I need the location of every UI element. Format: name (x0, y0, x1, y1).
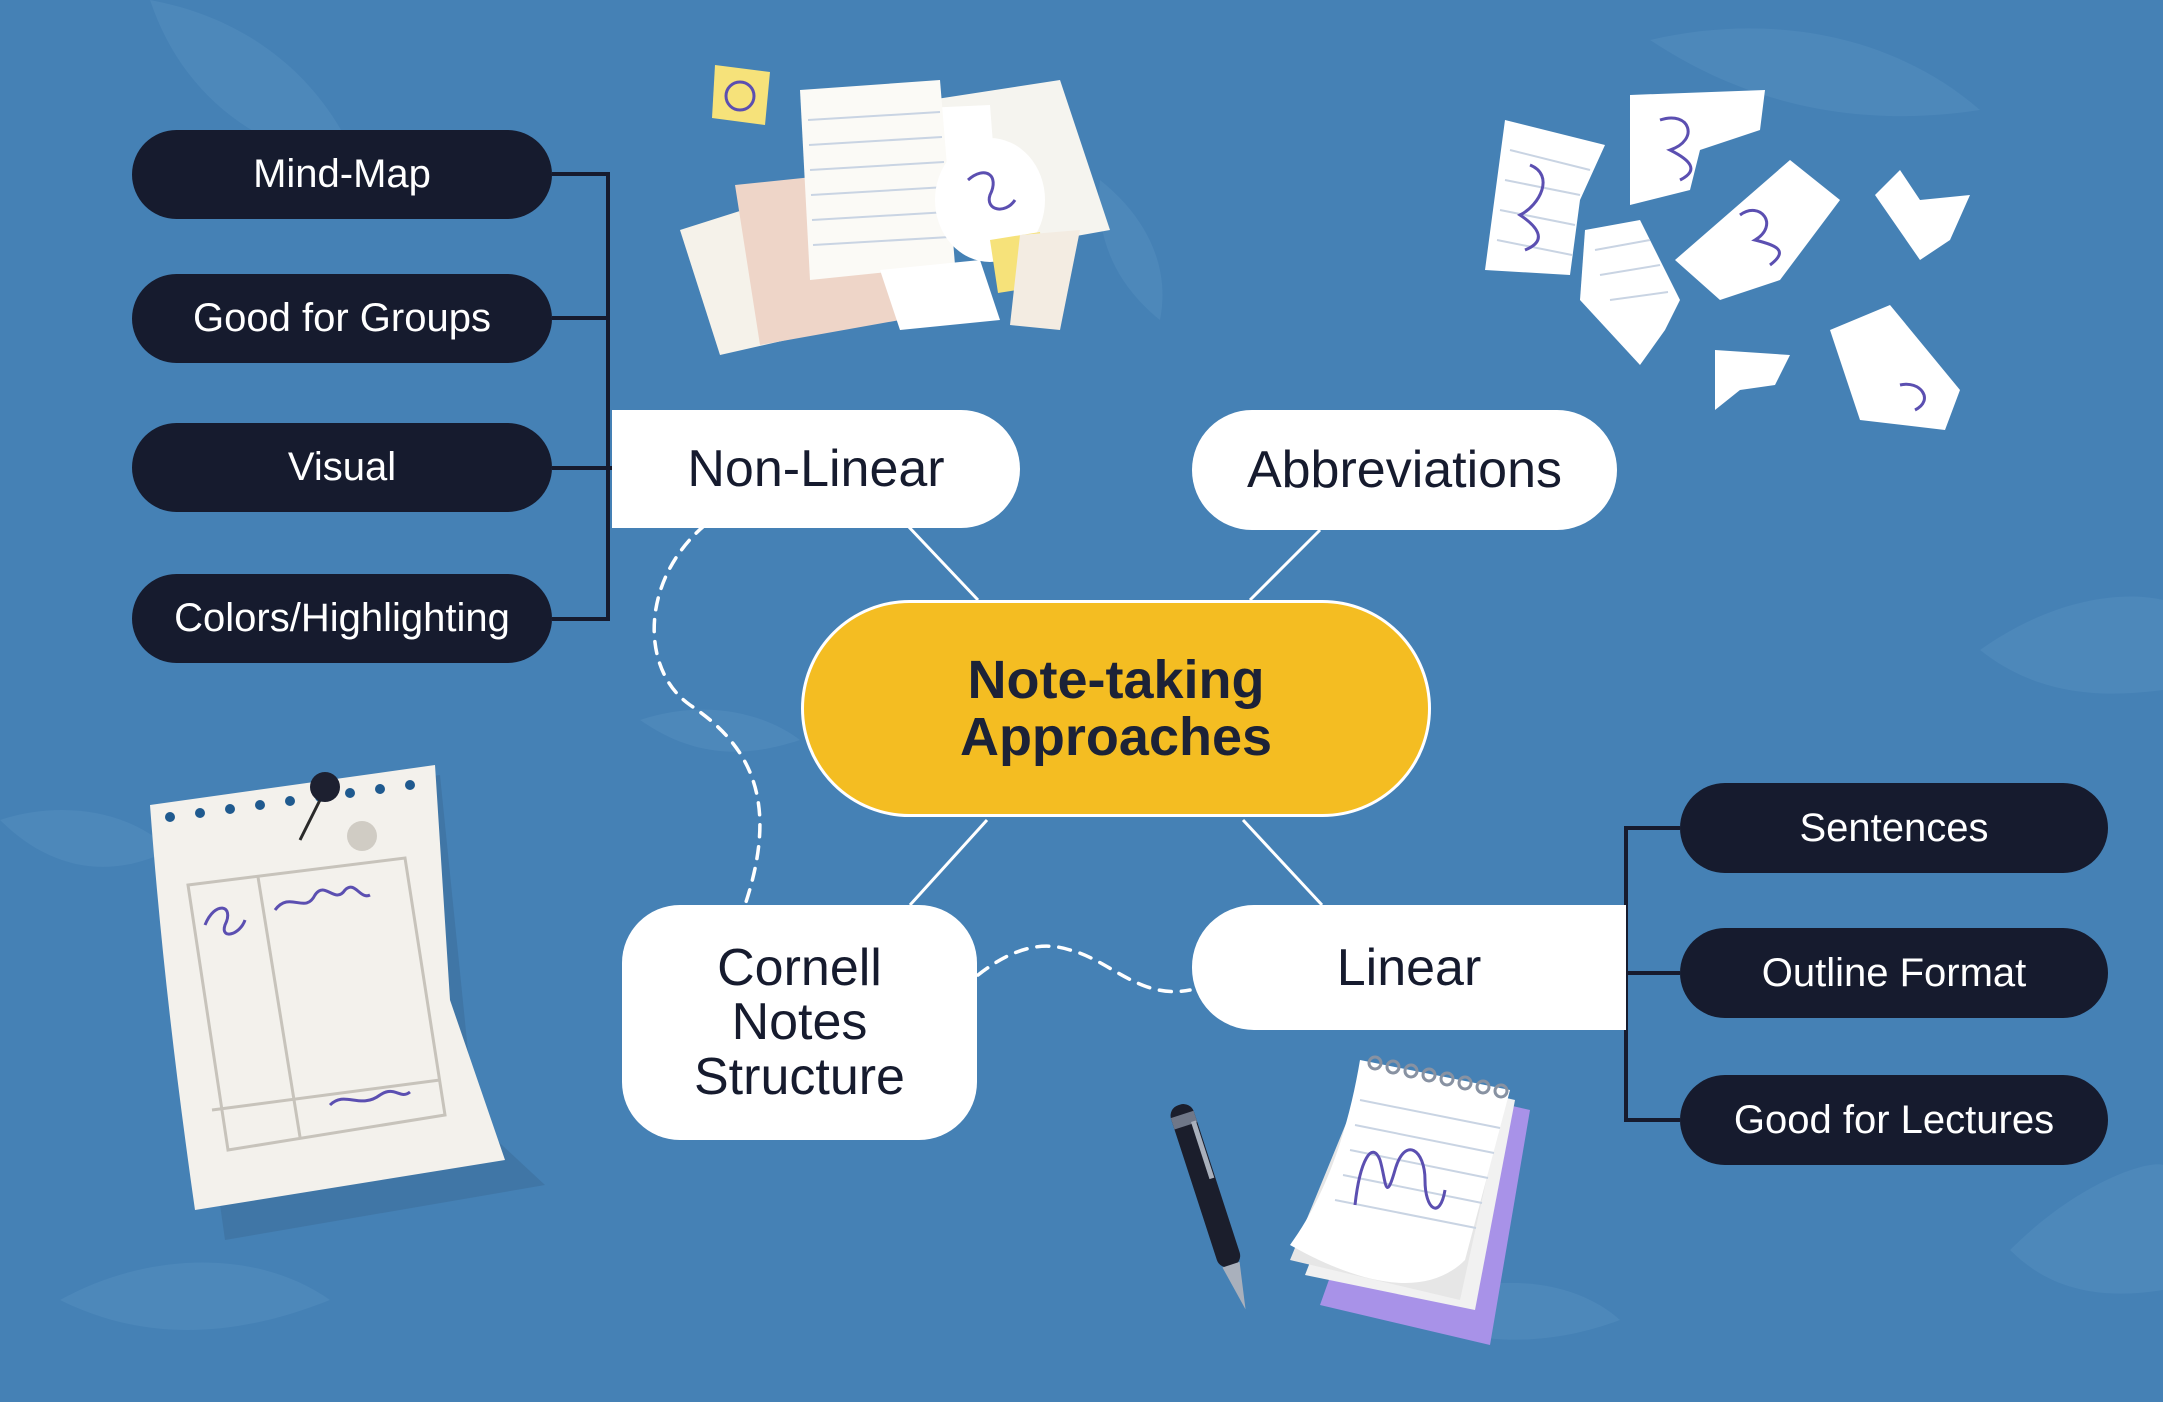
branch-linear: Linear (1192, 905, 1626, 1030)
non-linear-item-good-for-groups: Good for Groups (132, 274, 552, 363)
non-linear-item-visual: Visual (132, 423, 552, 512)
linear-item-outline-format: Outline Format (1680, 928, 2108, 1018)
center-topic: Note-taking Approaches (801, 600, 1431, 817)
spiral-notepad-icon (1290, 1055, 1530, 1345)
branch-non-linear: Non-Linear (612, 410, 1020, 528)
center-topic-line-1: Note-taking (967, 650, 1265, 711)
non-linear-item-colors-highlighting: Colors/Highlighting (132, 574, 552, 663)
branch-abbreviations-label: Abbreviations (1246, 441, 1563, 499)
dashed-connectors (652, 523, 1192, 994)
branch-linear-label: Linear (1336, 938, 1482, 997)
torn-paper-icon (1485, 90, 1970, 430)
branch-non-linear-label: Non-Linear (687, 440, 945, 498)
branch-cornell-notes-structure: Cornell Notes Structure (622, 905, 977, 1140)
center-connectors (905, 523, 1324, 907)
linear-item-good-for-lectures: Good for Lectures (1680, 1075, 2108, 1165)
non-linear-item-label: Good for Groups (193, 296, 491, 340)
branch-abbreviations: Abbreviations (1192, 410, 1617, 530)
non-linear-bracket (552, 172, 612, 621)
branch-cornell-line-2: Notes (731, 993, 868, 1052)
center-topic-line-2: Approaches (959, 706, 1273, 767)
non-linear-item-label: Mind-Map (253, 152, 431, 196)
pinned-cornell-sheet-icon (150, 765, 545, 1240)
branch-cornell-line-1: Cornell (717, 939, 882, 998)
branch-cornell-line-3: Structure (694, 1047, 905, 1106)
non-linear-item-mind-map: Mind-Map (132, 130, 552, 219)
linear-item-label: Outline Format (1761, 950, 2027, 995)
linear-item-label: Sentences (1799, 805, 1989, 850)
linear-item-label: Good for Lectures (1733, 1097, 2055, 1142)
pen-icon (1170, 1104, 1246, 1310)
paper-pile-icon (680, 65, 1110, 355)
non-linear-item-label: Visual (287, 445, 397, 489)
non-linear-item-label: Colors/Highlighting (174, 596, 510, 640)
linear-item-sentences: Sentences (1680, 783, 2108, 873)
linear-bracket (1622, 826, 1680, 1122)
